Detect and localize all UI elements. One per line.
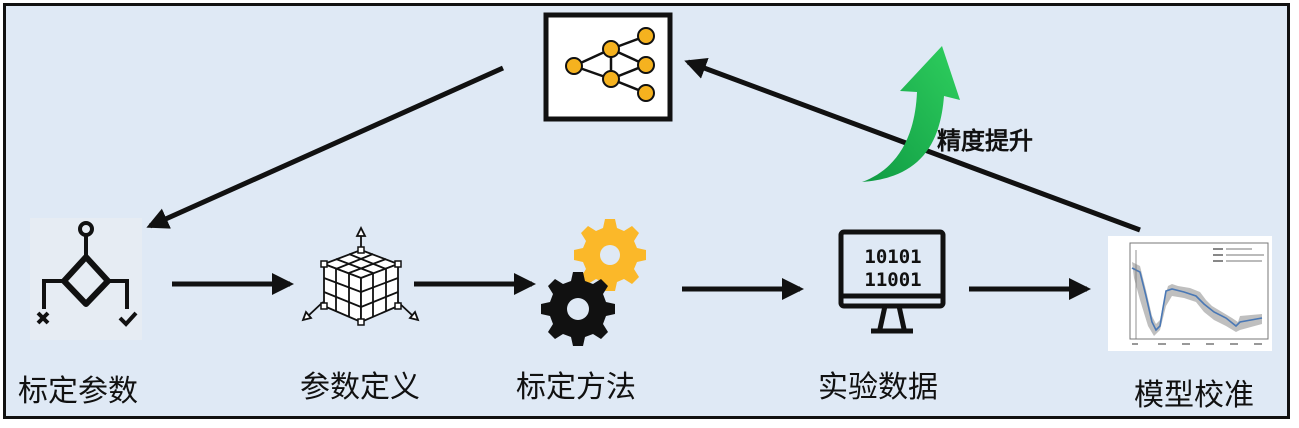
3d-cube-icon bbox=[301, 225, 420, 326]
improvement-arrow-icon bbox=[862, 46, 960, 182]
stage-label-model-calibration: 模型校准 bbox=[1134, 378, 1254, 413]
stage-label-experiment-data: 实验数据 bbox=[818, 370, 938, 405]
calibration-plot-icon bbox=[1108, 236, 1272, 351]
stage-label-calib-params: 标定参数 bbox=[18, 374, 138, 409]
stage-label-calib-method: 标定方法 bbox=[516, 370, 636, 405]
gears-icon bbox=[541, 219, 646, 346]
decision-flowchart-icon bbox=[30, 218, 142, 340]
neural-network-icon bbox=[543, 12, 673, 122]
binary-monitor-icon bbox=[838, 229, 946, 334]
monitor-binary-line-2: 11001 bbox=[864, 269, 921, 291]
arrow-net-to-params bbox=[146, 65, 505, 229]
monitor-binary-line-1: 10101 bbox=[864, 246, 921, 268]
improvement-label: 精度提升 bbox=[937, 127, 1033, 155]
stage-label-param-definition: 参数定义 bbox=[300, 370, 420, 405]
